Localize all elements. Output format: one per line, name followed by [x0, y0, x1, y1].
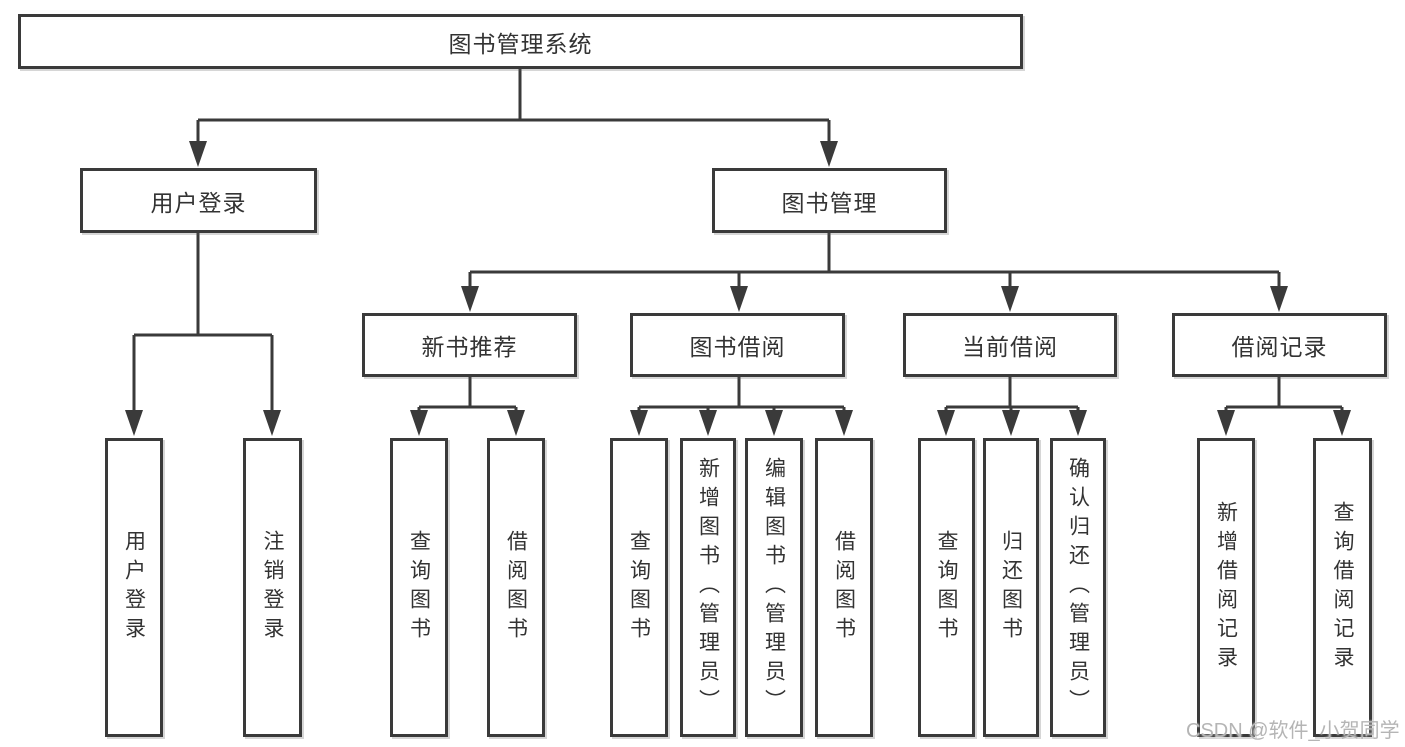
leaf-edit-book-admin: 编辑图书（管理员） [745, 438, 803, 737]
node-book-borrow: 图书借阅 [630, 313, 845, 377]
node-borrow-records: 借阅记录 [1172, 313, 1387, 377]
leaf-query-books-borrow-label: 查询图书 [627, 529, 651, 646]
arrowheads [125, 141, 1351, 436]
node-user-login: 用户登录 [80, 168, 317, 233]
csdn-watermark: CSDN @软件_小贺同学 [1186, 720, 1400, 742]
leaf-query-borrow-record-label: 查询借阅记录 [1331, 500, 1354, 675]
leaf-query-books-current-label: 查询图书 [935, 529, 958, 646]
leaf-add-book-admin: 新增图书（管理员） [680, 438, 736, 737]
leaf-user-login-label: 用户登录 [122, 529, 146, 646]
node-current-borrow: 当前借阅 [903, 313, 1117, 377]
leaf-borrow-books: 借阅图书 [815, 438, 873, 737]
leaf-query-books-recommend: 查询图书 [390, 438, 448, 737]
node-book-management: 图书管理 [712, 168, 947, 233]
leaf-confirm-return-admin-label: 确认归还（管理员） [1066, 457, 1090, 718]
leaf-confirm-return-admin: 确认归还（管理员） [1050, 438, 1106, 737]
leaf-query-borrow-record: 查询借阅记录 [1313, 438, 1372, 737]
leaf-query-books-current: 查询图书 [918, 438, 975, 737]
leaf-logout-label: 注销登录 [261, 529, 284, 646]
connector-strokes [132, 69, 1344, 412]
leaf-user-login: 用户登录 [105, 438, 163, 737]
leaf-borrow-books-label: 借阅图书 [832, 529, 856, 646]
leaf-add-borrow-record: 新增借阅记录 [1197, 438, 1255, 737]
leaf-logout: 注销登录 [243, 438, 302, 737]
leaf-return-book-label: 归还图书 [999, 529, 1023, 646]
leaf-edit-book-admin-label: 编辑图书（管理员） [762, 457, 786, 718]
leaf-add-book-admin-label: 新增图书（管理员） [696, 457, 720, 718]
node-root: 图书管理系统 [18, 14, 1023, 69]
leaf-borrow-books-recommend: 借阅图书 [487, 438, 545, 737]
node-new-book-recommend: 新书推荐 [362, 313, 577, 377]
leaf-return-book: 归还图书 [983, 438, 1039, 737]
leaf-query-books-recommend-label: 查询图书 [407, 529, 431, 646]
leaf-query-books-borrow: 查询图书 [610, 438, 668, 737]
leaf-borrow-books-recommend-label: 借阅图书 [504, 529, 528, 646]
leaf-add-borrow-record-label: 新增借阅记录 [1214, 500, 1238, 675]
